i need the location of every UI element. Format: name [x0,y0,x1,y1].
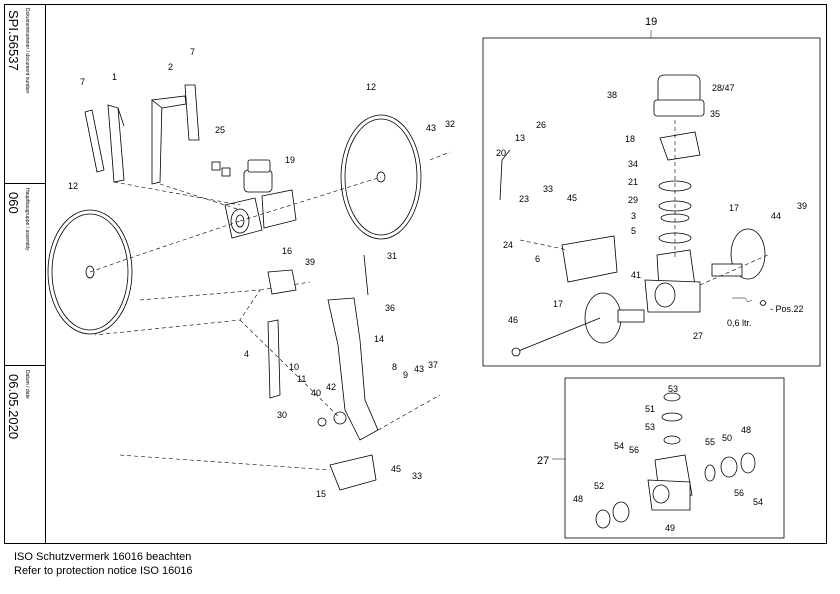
callout: 19 [645,16,657,28]
callout: 17 [729,203,739,213]
doc-number-cell: Dokumentnummer / document number SPI.565… [4,4,46,184]
callout: 33 [412,471,422,481]
callout: 19 [285,155,295,165]
gearbox-note-pos: - Pos.22 [770,304,804,314]
gearbox-icon [595,392,756,529]
callout: 12 [366,82,376,92]
callout: 13 [515,133,525,143]
drawing-frame [4,4,827,544]
title-block: Dokumentnummer / document number SPI.565… [4,4,46,544]
callout: 2 [168,62,173,72]
callout: 33 [543,184,553,194]
assembly-cell: Hauptbaugruppe / assembly 060 [4,184,46,366]
callout: 27 [537,455,549,467]
callout: 52 [594,481,604,491]
callout: 6 [535,254,540,264]
date-cell: Datum / date 06.05.2020 [4,366,46,544]
callout: 35 [710,109,720,119]
callout: 23 [519,194,529,204]
callout: 4 [244,349,249,359]
footer: ISO Schutzvermerk 16016 beachten Refer t… [14,550,193,578]
callout: 21 [628,177,638,187]
callout: 30 [277,410,287,420]
callout: 55 [705,437,715,447]
callout: 44 [771,211,781,221]
doc-number-label: Dokumentnummer / document number [24,8,30,94]
callout: 53 [645,422,655,432]
callout: 32 [445,119,455,129]
callout: 50 [722,433,732,443]
callout: 48 [741,425,751,435]
callout: 41 [631,270,641,280]
callout: 16 [282,246,292,256]
callout: 8 [392,362,397,372]
callout: 27 [693,331,703,341]
callout: 24 [503,240,513,250]
callout: 1 [112,72,117,82]
callout: 15 [316,489,326,499]
detail-27-frame [564,377,785,539]
callout: 45 [567,193,577,203]
callout: 45 [391,464,401,474]
drain-icon [732,297,767,306]
gearbox-note-qty: 0,6 ltr. [727,318,752,328]
callout: 11 [297,374,306,384]
callout: 36 [385,303,395,313]
callout: 53 [668,384,678,394]
gearbox-icon [499,74,766,357]
footer-line-en: Refer to protection notice ISO 16016 [14,565,193,577]
callout: 29 [628,195,638,205]
gearbox-detail-frame [482,37,821,367]
date-label: Datum / date [24,370,30,399]
callout: 40 [311,388,321,398]
callout: 54 [753,497,763,507]
callout: 10 [289,362,299,372]
assembly-number: 060 [6,192,21,214]
callout: 54 [614,441,624,451]
callout: 48 [573,494,583,504]
bracket-icon [267,254,379,491]
bracket-icon [84,84,200,185]
callout: 28/47 [712,83,735,93]
callout: 37 [428,360,438,370]
date-value: 06.05.2020 [6,374,21,440]
callout: 20 [496,148,506,158]
callout: 56 [734,488,744,498]
callout: 26 [536,120,546,130]
callout: 14 [374,334,384,344]
callout: 39 [305,257,315,267]
callout: 42 [326,382,336,392]
assembly-label: Hauptbaugruppe / assembly [24,188,30,251]
callout: 5 [631,226,636,236]
callout: 56 [629,445,639,455]
callout: 9 [403,370,408,380]
callout: 25 [215,125,225,135]
callout-labels: 7 1 2 7 25 19 12 43 32 12 16 39 31 36 14… [68,16,807,533]
footer-line-de: ISO Schutzvermerk 16016 beachten [14,551,192,563]
callout: 12 [68,181,78,191]
callout: 38 [607,90,617,100]
callout: 43 [414,364,424,374]
callout: 49 [665,523,675,533]
callout: 43 [426,123,436,133]
callout: 17 [553,299,563,309]
callout: 31 [387,251,397,261]
callout: 46 [508,315,518,325]
callout: 39 [797,201,807,211]
callout: 18 [625,134,635,144]
callout: 7 [190,47,195,57]
doc-number: SPI.56537 [6,10,21,71]
callout: 7 [80,77,85,87]
callout: 34 [628,159,638,169]
callout: 3 [631,211,636,221]
callout: 51 [645,404,655,414]
